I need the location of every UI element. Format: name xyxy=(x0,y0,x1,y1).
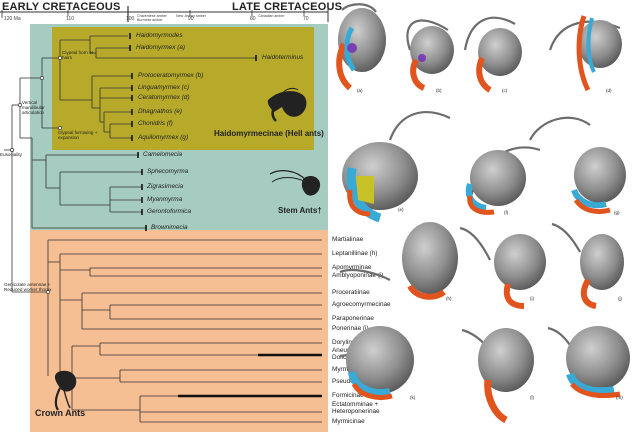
panel-label: (h) xyxy=(446,296,452,301)
amber-label: Charentese amber xyxy=(137,14,167,18)
taxon-label: Haidoterminus xyxy=(262,54,304,61)
taxon-label: Dhagnathos (e) xyxy=(138,108,183,115)
taxon-label: Ponerinae (j) xyxy=(332,325,369,332)
panel-label: (f) xyxy=(504,210,509,215)
taxon-label: Myanmyrma xyxy=(147,196,183,203)
panel-label: (c) xyxy=(502,88,508,93)
tick-label: 80 xyxy=(250,16,256,22)
geniculate-note: Geniculate antennae + Reduced worker tho… xyxy=(4,282,52,293)
panel-label: (b) xyxy=(436,88,442,93)
clypeal-horn-note: Clypeal horn or hairs xyxy=(62,50,94,61)
taxon-label: Dorylinae xyxy=(332,339,359,346)
taxon-label: Protoceratomyrmex (b) xyxy=(138,72,204,79)
taxon-label: Camelomecia xyxy=(143,151,183,158)
tick-label: 70 xyxy=(303,16,309,22)
taxon-label: Martialinae xyxy=(332,236,364,243)
taxon-label: Ectatomminae + Heteroponerinae xyxy=(332,401,380,415)
early-cretaceous-label: EARLY CRETACEOUS xyxy=(2,1,121,13)
panel-label: (d) xyxy=(606,88,612,93)
taxon-label: Ceratomyrmex (d) xyxy=(138,94,190,101)
taxon-label: Leptanillinae (h) xyxy=(332,250,378,257)
taxon-label: Formicinae xyxy=(332,392,364,399)
panel-label: (g) xyxy=(614,210,620,215)
stem-ants-title: Stem Ants† xyxy=(278,206,322,215)
taxon-label: Brownimecia xyxy=(151,224,188,231)
amber-label: Burmese amber xyxy=(137,18,163,22)
taxon-label: Amblyoponinae (i) xyxy=(332,272,384,279)
ant-head-panels xyxy=(336,3,630,424)
eusociality-note: Eusociality xyxy=(0,152,22,157)
late-cretaceous-label: LATE CRETACEOUS xyxy=(232,1,343,13)
taxon-label: Proceratiinae xyxy=(332,289,370,296)
taxon-label: Zigrasimecia xyxy=(147,183,184,190)
hell-ants-box xyxy=(52,27,314,150)
panel-label: (l) xyxy=(530,395,534,400)
taxon-label: Haidomyrmex (a) xyxy=(136,44,186,51)
tick-label: 100 xyxy=(126,16,135,22)
stem-ant-silhouette-icon xyxy=(269,170,321,196)
hell-ant-silhouette-icon xyxy=(267,87,307,122)
taxon-label: Linguamyrmex (c) xyxy=(138,84,190,91)
panel-label: (a) xyxy=(357,88,363,93)
taxon-label: Apomyrminae xyxy=(332,264,372,271)
amber-label: Canadian amber xyxy=(258,14,285,18)
taxon-label: Chonidris (f) xyxy=(138,120,173,127)
taxon-label: Haidomyrmodes xyxy=(136,32,183,39)
tick-label: 90 xyxy=(188,16,194,22)
panel-label: (i) xyxy=(530,296,534,301)
hell-ants-title: Haidomyrmecinae (Hell ants) xyxy=(214,129,324,138)
taxon-label: Sphecomyrma xyxy=(147,168,189,175)
tick-label: 110 xyxy=(66,16,74,22)
panel-label: (j) xyxy=(618,296,622,301)
crown-ants-box xyxy=(30,230,328,432)
taxon-label: Myrmicinae xyxy=(332,418,365,425)
vertical-mandible-note: Vertical mandibular articulation xyxy=(22,100,45,116)
phylogeny-tree xyxy=(0,4,329,423)
taxon-label: Gerontoformica xyxy=(147,208,192,215)
panel-label: (m) xyxy=(616,395,623,400)
crown-ants-title: Crown Ants xyxy=(35,408,86,418)
taxon-label: Agroecomyrmecinae xyxy=(332,301,391,308)
tick-label: 120 Ma xyxy=(4,16,21,22)
amber-label: New Jersey amber xyxy=(176,14,206,18)
panel-label: (e) xyxy=(398,207,404,212)
clypeal-furrowing-note: Clypeal furrowing + expansion xyxy=(58,130,98,141)
taxon-label: Aquilomyrmex (g) xyxy=(138,134,189,141)
crown-ant-silhouette-icon xyxy=(54,370,77,411)
panel-label: (k) xyxy=(410,395,416,400)
taxon-label: Paraponerinae xyxy=(332,315,374,322)
